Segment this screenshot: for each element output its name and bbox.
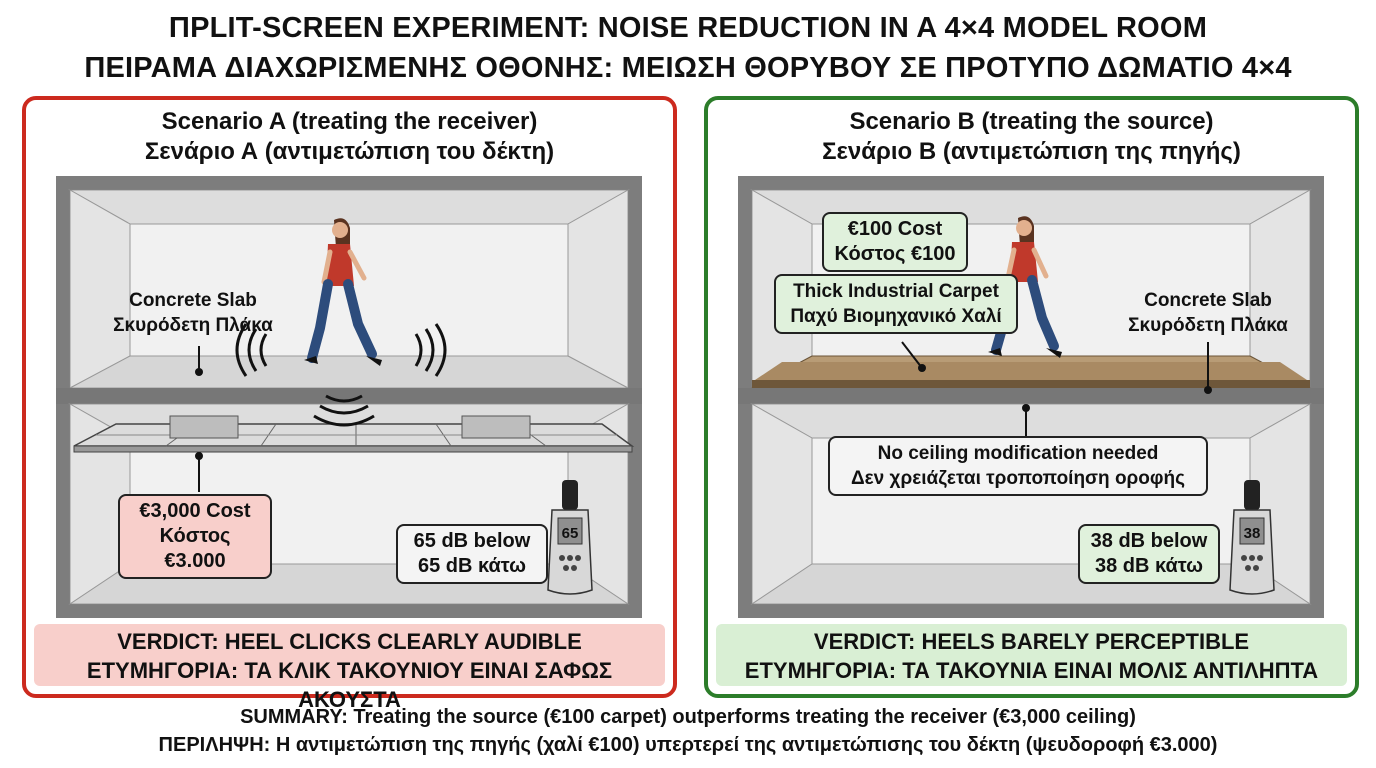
- scenario-b-panel: Scenario B (treating the source) Σενάριο…: [704, 96, 1359, 698]
- scenario-a-heading-greek: Σενάριο Α (αντιμετώπιση του δέκτη): [144, 138, 555, 165]
- scenario-b-slab-label: Concrete Slab Σκυρόδετη Πλάκα: [1128, 290, 1288, 336]
- concrete-slab: [738, 388, 1324, 404]
- scenario-b-cost-label: €100 Cost Κόστος €100: [822, 212, 968, 272]
- summary-text-greek: ΠΕΡΙΛΗΨΗ: Η αντιμετώπιση της πηγής (χαλί…: [158, 734, 1218, 756]
- concrete-slab: [56, 388, 642, 404]
- scenario-a-heading: Scenario A (treating the receiver): [161, 108, 538, 135]
- scenario-b-heading-greek: Σενάριο Β (αντιμετώπιση της πηγής): [822, 138, 1241, 165]
- scenario-b-ceiling-label: No ceiling modification needed Δεν χρειά…: [828, 436, 1208, 496]
- scenario-a-panel: Scenario A (treating the receiver) Σενάρ…: [22, 96, 677, 712]
- suspended-ceiling: [73, 415, 635, 453]
- sound-meter-display: 38: [1244, 525, 1261, 542]
- scenario-b-carpet-label: Thick Industrial Carpet Παχύ Βιομηχανικό…: [774, 274, 1018, 334]
- sound-meter-display: 65: [562, 525, 579, 542]
- scenario-a-db-label: 65 dB below 65 dB κάτω: [396, 524, 548, 584]
- scenario-a-cost-label: €3,000 Cost Κόστος €3.000: [118, 494, 272, 579]
- lower-room: [750, 403, 1312, 605]
- scenario-b-heading: Scenario B (treating the source): [849, 108, 1214, 135]
- main-title-greek: ΠΕΙΡΑΜΑ ΔΙΑΧΩΡΙΣΜΕΝΗΣ ΟΘΟΝΗΣ: ΜΕΙΩΣΗ ΘΟΡ…: [84, 52, 1292, 84]
- sound-meter-icon: 38: [1229, 480, 1275, 595]
- sound-meter-icon: 65: [547, 480, 593, 595]
- main-title: ΠPLIT-SCREEN EXPERIMENT: NOISE REDUCTION…: [168, 12, 1208, 44]
- walking-woman-icon: [304, 218, 382, 366]
- summary-text: SUMMARY: Treating the source (€100 carpe…: [240, 706, 1136, 728]
- sound-waves-icon: [235, 323, 447, 427]
- carpet-layer: [752, 362, 1310, 388]
- scenario-b-db-label: 38 dB below 38 dB κάτω: [1078, 524, 1220, 584]
- scenario-b-verdict: VERDICT: HEELS BARELY PERCEPTIBLE ΕΤΥΜΗΓ…: [716, 624, 1347, 686]
- scenario-a-verdict: VERDICT: HEEL CLICKS CLEARLY AUDIBLE ΕΤΥ…: [34, 624, 665, 712]
- scenario-a-slab-label: Concrete Slab Σκυρόδετη Πλάκα: [113, 290, 273, 336]
